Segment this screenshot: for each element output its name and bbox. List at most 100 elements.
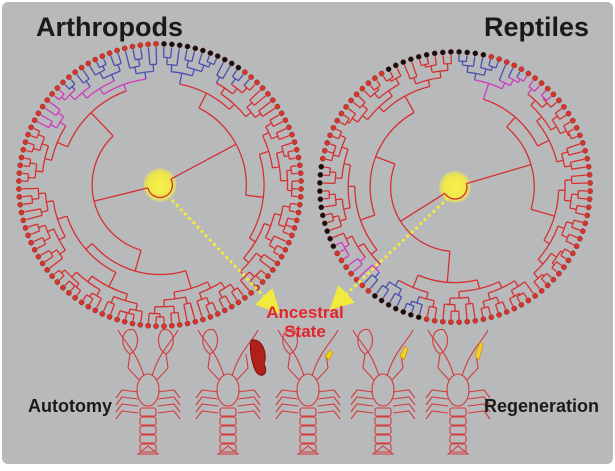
tree-arc — [38, 188, 39, 198]
tip-node — [249, 75, 254, 80]
tip-node — [115, 48, 120, 53]
tip-node — [424, 317, 429, 322]
tip-node — [335, 118, 340, 123]
tip-node — [379, 71, 384, 76]
tip-node — [279, 111, 284, 116]
tip-node — [335, 251, 340, 256]
tip-node — [193, 46, 198, 51]
tree-arc — [564, 180, 565, 200]
tip-node — [473, 51, 478, 56]
tree-arc — [32, 196, 33, 203]
tip-node — [130, 44, 135, 49]
tip-node — [360, 86, 365, 91]
tip-node — [545, 283, 550, 288]
tip-node — [289, 233, 294, 238]
tip-node — [533, 293, 538, 298]
tip-node — [40, 261, 45, 266]
tip-node — [29, 125, 34, 130]
tip-node — [481, 52, 486, 57]
tip-node — [86, 304, 91, 309]
tip-node — [60, 285, 65, 290]
tip-node — [19, 210, 24, 215]
tip-node — [556, 271, 561, 276]
ancestral-node-highlight — [439, 171, 471, 203]
tip-node — [585, 213, 590, 218]
tip-node — [29, 240, 34, 245]
tip-node — [36, 254, 41, 259]
tip-node — [242, 70, 247, 75]
tip-node — [208, 51, 213, 56]
tip-node — [229, 304, 234, 309]
tip-node — [21, 218, 26, 223]
tree-arc — [578, 191, 579, 199]
tree-branch — [145, 72, 146, 79]
tip-node — [328, 133, 333, 138]
tip-node — [270, 267, 275, 272]
tip-node — [200, 48, 205, 53]
tip-node — [401, 309, 406, 314]
tip-node — [45, 267, 50, 272]
tree-branch — [32, 199, 39, 200]
tip-node — [319, 164, 324, 169]
tip-node — [556, 98, 561, 103]
tip-node — [587, 172, 592, 177]
tip-node — [489, 54, 494, 59]
tip-node — [23, 225, 28, 230]
tree-branch — [148, 313, 149, 322]
tip-node — [561, 265, 566, 270]
tip-node — [574, 244, 579, 249]
tip-node — [372, 76, 377, 81]
tree-branch — [467, 66, 468, 73]
tip-node — [583, 221, 588, 226]
tip-node — [519, 67, 524, 72]
tip-node — [93, 57, 98, 62]
tip-node — [580, 229, 585, 234]
tip-node — [107, 314, 112, 319]
tip-node — [66, 290, 71, 295]
tip-node — [318, 197, 323, 202]
tip-node — [512, 306, 517, 311]
tip-node — [432, 318, 437, 323]
tip-node — [331, 125, 336, 130]
tip-node — [297, 163, 302, 168]
tip-node — [100, 54, 105, 59]
tip-node — [115, 317, 120, 322]
tip-node — [551, 92, 556, 97]
tip-node — [292, 140, 297, 145]
ancestral-state-line1: Ancestral — [266, 303, 343, 322]
tip-node — [416, 54, 421, 59]
tip-node — [146, 323, 151, 328]
tip-node — [325, 140, 330, 145]
tree-branch — [291, 166, 297, 167]
tip-node — [393, 306, 398, 311]
tip-node — [229, 61, 234, 66]
tree-branch — [572, 183, 587, 184]
tip-node — [526, 71, 531, 76]
tip-node — [465, 50, 470, 55]
tip-node — [279, 254, 284, 259]
tree-branch — [171, 65, 172, 72]
tip-node — [32, 118, 37, 123]
tip-node — [265, 274, 270, 279]
tip-node — [36, 111, 41, 116]
tip-node — [551, 277, 556, 282]
tip-node — [79, 65, 84, 70]
tip-node — [26, 233, 31, 238]
tip-node — [526, 298, 531, 303]
tree-arc — [171, 312, 178, 313]
tip-node — [222, 57, 227, 62]
tip-node — [360, 283, 365, 288]
tip-node — [566, 111, 571, 116]
tip-node — [322, 148, 327, 153]
tip-node — [254, 80, 259, 85]
tip-node — [587, 197, 592, 202]
tip-node — [294, 218, 299, 223]
tip-node — [260, 85, 265, 90]
tip-node — [138, 322, 143, 327]
tip-node — [296, 155, 301, 160]
tip-node — [366, 81, 371, 86]
tip-node — [586, 164, 591, 169]
tip-node — [249, 290, 254, 295]
tip-node — [60, 80, 65, 85]
tip-node — [566, 258, 571, 263]
